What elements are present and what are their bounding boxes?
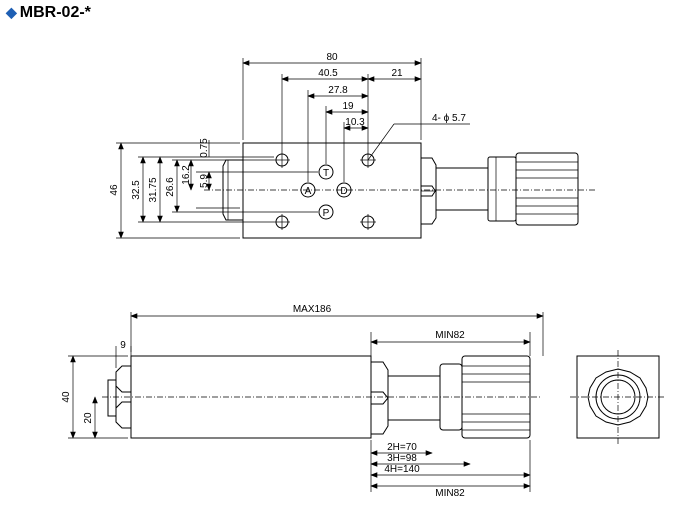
dimension-label: 19 (342, 101, 354, 112)
dimension-label: MIN82 (435, 330, 465, 341)
end-view (570, 350, 666, 444)
plug (107, 379, 117, 417)
variant-label: 4H=140 (384, 464, 420, 475)
dimension-label: 31.75 (148, 177, 159, 202)
dimension-label: 32.5 (131, 180, 142, 200)
valve-body (242, 142, 422, 239)
blue-diamond-icon: ◆ (6, 4, 17, 20)
dimension-label: 9 (120, 340, 126, 351)
dimension-label: 5.9 (199, 174, 210, 188)
bolt-head (115, 401, 131, 429)
adjuster-knob (515, 152, 579, 226)
page-title: ◆MBR-02-* (6, 4, 91, 22)
port-p (318, 204, 334, 220)
hex-nut-lower (371, 391, 389, 435)
dimension-label: MIN82 (435, 488, 465, 499)
adjuster-knob (461, 355, 531, 439)
variant-label: 3H=98 (387, 453, 417, 464)
model-label: MBR-02-* (19, 4, 91, 21)
dimension-label: MAX186 (293, 304, 332, 315)
adjuster-ring (487, 156, 517, 222)
port-d (336, 182, 352, 198)
dimension-label: 21 (391, 68, 403, 79)
hex-nut-lower (421, 185, 437, 225)
dimension-label: 80 (326, 52, 338, 63)
bolt-head (115, 365, 131, 393)
hole-callout: 4- ϕ 5.7 (432, 113, 466, 124)
port-label: T (323, 168, 329, 179)
variant-label: 2H=70 (387, 442, 417, 453)
side-view: MAX186 MIN82 40 20 9 2H=70 3H=98 4H=140 … (61, 304, 544, 499)
dimension-label: 40 (61, 391, 72, 403)
dimension-label: 27.8 (328, 85, 348, 96)
port-label: A (305, 186, 312, 197)
port-t (318, 164, 334, 180)
hex-nut-upper (371, 361, 389, 405)
dimension-label: 10.3 (345, 117, 365, 128)
dimension-label: 26.6 (165, 177, 176, 197)
adjuster-stem (387, 375, 441, 421)
dimension-label: 40.5 (318, 68, 338, 79)
top-view: T A D P 80 40.5 21 27.8 19 10.3 4- ϕ 5.7 (109, 52, 596, 239)
port-label: P (323, 208, 330, 219)
port-label: D (340, 186, 347, 197)
dimension-label: 20 (83, 412, 94, 424)
port-a (300, 182, 316, 198)
dimension-label: 16.2 (181, 165, 192, 185)
adjuster-stem (435, 167, 489, 211)
dimension-label: 46 (109, 184, 120, 196)
dimension-label: 0.75 (199, 138, 210, 158)
